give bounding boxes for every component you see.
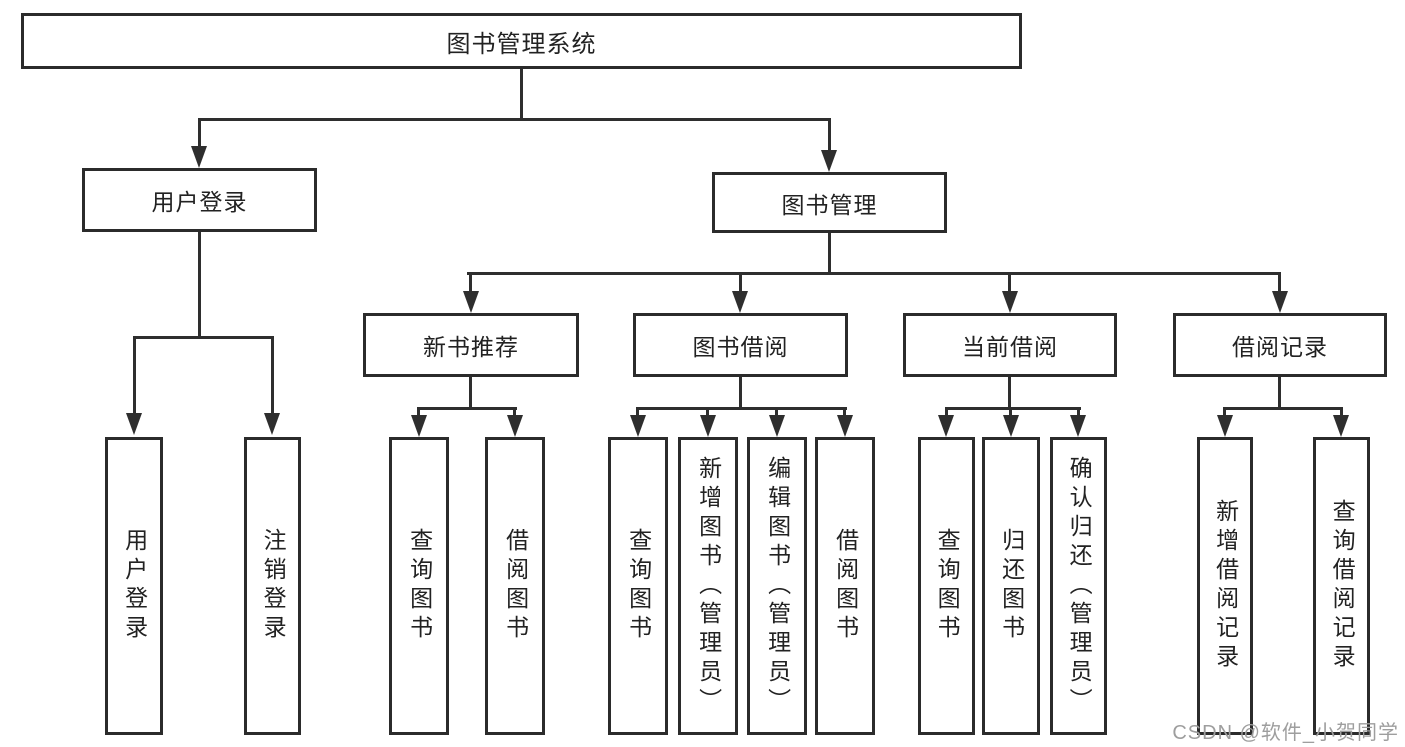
node-new-book-recommend: 新书推荐 <box>363 313 579 377</box>
leaf-label: 用户登录 <box>121 528 148 644</box>
connector-trunk <box>1008 377 1011 407</box>
leaf-borrow-books-rec: 借阅图书 <box>485 437 545 735</box>
node-label: 当前借阅 <box>962 334 1058 360</box>
node-label: 新书推荐 <box>423 334 519 360</box>
leaf-label: 新增图书（管理员） <box>695 455 722 717</box>
connector-trunk <box>469 377 472 407</box>
arrow-down-icon <box>126 413 142 435</box>
connector-trunk <box>1278 377 1281 407</box>
leaf-label: 确认归还（管理员） <box>1066 455 1093 717</box>
arrow-down-icon <box>769 415 785 437</box>
leaf-query-books-current: 查询图书 <box>918 437 975 735</box>
connector-drop <box>1009 407 1012 417</box>
leaf-label: 注销登录 <box>260 528 287 644</box>
connector-drop <box>198 118 201 148</box>
leaf-add-books-admin: 新增图书（管理员） <box>678 437 738 735</box>
leaf-label: 新增借阅记录 <box>1212 499 1239 673</box>
connector-trunk <box>739 377 742 407</box>
node-current-borrow: 当前借阅 <box>903 313 1117 377</box>
connector-drop <box>469 272 472 293</box>
connector-children <box>417 407 517 410</box>
leaf-label: 查询图书 <box>406 528 433 644</box>
arrow-down-icon <box>1070 415 1086 437</box>
connector-mgmt-trunk <box>828 233 831 272</box>
node-label: 图书管理系统 <box>446 30 597 58</box>
leaf-logout: 注销登录 <box>244 437 301 735</box>
arrow-down-icon <box>700 415 716 437</box>
arrow-down-icon <box>463 291 479 313</box>
connector-level2 <box>198 118 831 121</box>
connector-drop <box>417 407 420 417</box>
node-root: 图书管理系统 <box>21 13 1022 69</box>
node-label: 借阅记录 <box>1232 334 1328 360</box>
connector-drop <box>843 407 846 417</box>
leaf-label: 查询图书 <box>934 528 961 644</box>
leaf-query-borrow-record: 查询借阅记录 <box>1313 437 1370 735</box>
connector-drop <box>706 407 709 417</box>
arrow-down-icon <box>1002 291 1018 313</box>
node-book-management: 图书管理 <box>712 172 947 233</box>
connector-drop <box>271 336 274 415</box>
connector-drop <box>1340 407 1343 417</box>
connector-children <box>945 407 1081 410</box>
connector-drop <box>636 407 639 417</box>
node-user-login: 用户登录 <box>82 168 317 232</box>
leaf-user-login: 用户登录 <box>105 437 163 735</box>
leaf-confirm-return-admin: 确认归还（管理员） <box>1050 437 1107 735</box>
leaf-return-books: 归还图书 <box>982 437 1040 735</box>
arrow-down-icon <box>411 415 427 437</box>
connector-user-trunk <box>198 232 201 336</box>
leaf-label: 借阅图书 <box>502 528 529 644</box>
arrow-down-icon <box>1272 291 1288 313</box>
arrow-down-icon <box>264 413 280 435</box>
connector-drop <box>945 407 948 417</box>
leaf-label: 查询图书 <box>625 528 652 644</box>
connector-drop <box>739 272 742 293</box>
node-label: 图书管理 <box>781 191 878 218</box>
arrow-down-icon <box>837 415 853 437</box>
connector-drop <box>1223 407 1226 417</box>
connector-drop <box>775 407 778 417</box>
leaf-query-books-rec: 查询图书 <box>389 437 449 735</box>
arrow-down-icon <box>630 415 646 437</box>
connector-drop <box>1008 272 1011 293</box>
leaf-borrow-books: 借阅图书 <box>815 437 875 735</box>
connector-level3 <box>467 272 1281 275</box>
connector-root-trunk <box>520 69 523 118</box>
watermark: CSDN @软件_小贺同学 <box>1172 722 1399 744</box>
connector-children <box>1223 407 1343 410</box>
arrow-down-icon <box>1003 415 1019 437</box>
node-borrow-records: 借阅记录 <box>1173 313 1387 377</box>
connector-drop <box>513 407 516 417</box>
connector-drop <box>1077 407 1080 417</box>
leaf-edit-books-admin: 编辑图书（管理员） <box>747 437 807 735</box>
leaf-label: 归还图书 <box>998 528 1025 644</box>
connector-drop <box>1278 272 1281 293</box>
connector-user-children <box>133 336 274 339</box>
arrow-down-icon <box>938 415 954 437</box>
leaf-label: 借阅图书 <box>832 528 859 644</box>
connector-drop <box>828 118 831 152</box>
connector-drop <box>133 336 136 415</box>
node-label: 图书借阅 <box>692 334 789 360</box>
arrow-down-icon <box>821 150 837 172</box>
connector-children <box>636 407 847 410</box>
arrow-down-icon <box>191 146 207 168</box>
arrow-down-icon <box>1217 415 1233 437</box>
leaf-add-borrow-record: 新增借阅记录 <box>1197 437 1253 735</box>
arrow-down-icon <box>507 415 523 437</box>
node-book-borrow: 图书借阅 <box>633 313 848 377</box>
leaf-label: 查询借阅记录 <box>1329 499 1356 673</box>
leaf-label: 编辑图书（管理员） <box>764 455 791 717</box>
arrow-down-icon <box>732 291 748 313</box>
node-label: 用户登录 <box>151 189 248 215</box>
leaf-query-books: 查询图书 <box>608 437 668 735</box>
arrow-down-icon <box>1333 415 1349 437</box>
